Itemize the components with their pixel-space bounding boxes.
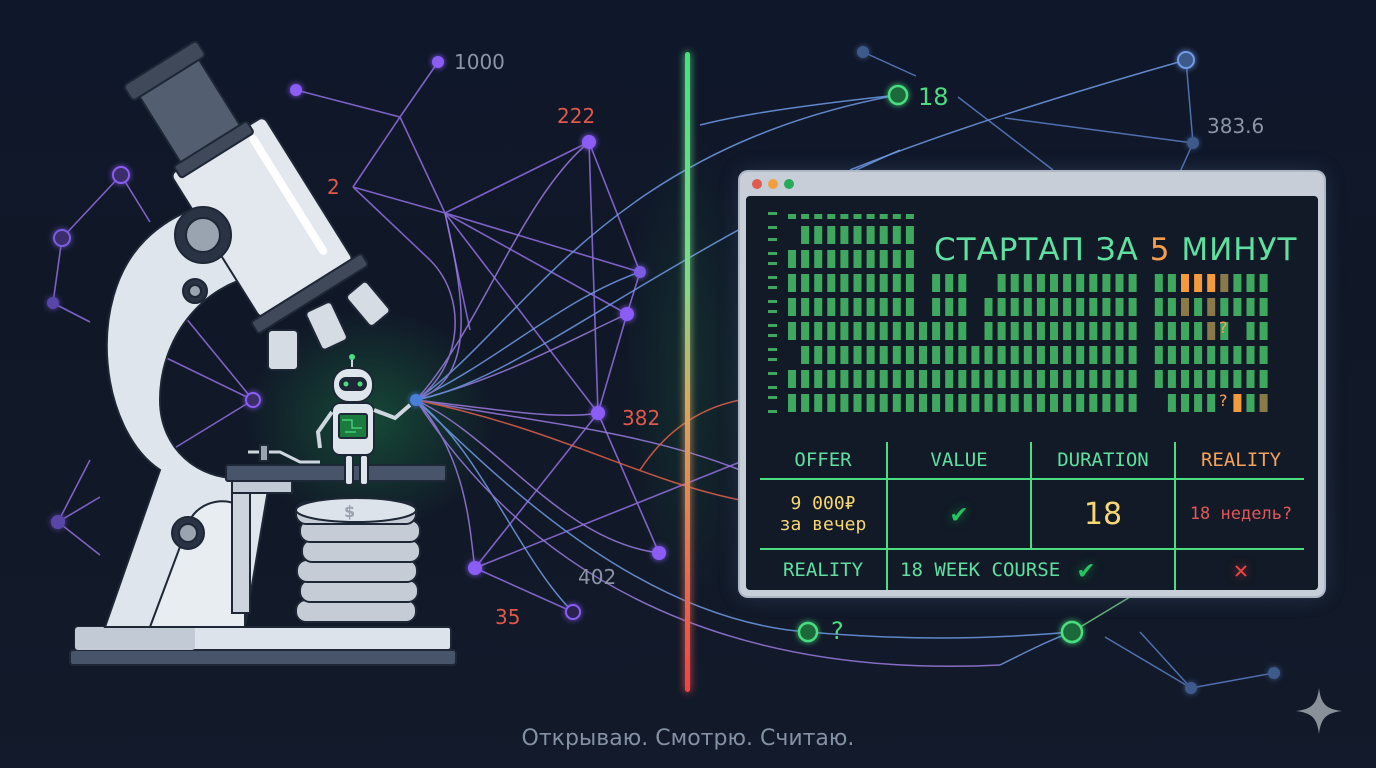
terminal-window: ? ? СТАРТАП ЗА 5 МИНУТ OFFER VALUE DURAT… — [740, 172, 1324, 596]
window-controls — [752, 179, 794, 189]
node-label-question: ? — [831, 617, 844, 645]
course-cell: 18 WEEK COURSE ✔ — [900, 555, 1094, 585]
sparkle-icon — [1296, 688, 1342, 734]
bar-question-mark: ? — [1219, 318, 1228, 337]
header-value: VALUE — [930, 449, 988, 471]
terminal-screen: ? ? СТАРТАП ЗА 5 МИНУТ OFFER VALUE DURAT… — [746, 196, 1318, 590]
node-label-18: 18 — [918, 83, 949, 111]
terminal-title: СТАРТАП ЗА 5 МИНУТ — [934, 232, 1298, 268]
header-reality: REALITY — [1200, 449, 1282, 471]
comparison-table: OFFER VALUE DURATION REALITY 9 000₽ за в… — [760, 442, 1308, 590]
reality-weeks: 18 недель? — [1189, 504, 1293, 524]
cross-icon: ✕ — [1233, 556, 1249, 584]
row-label-reality: REALITY — [782, 559, 864, 581]
svg-text:$: $ — [344, 502, 355, 521]
check-icon: ✔ — [1078, 555, 1094, 585]
node-label-382: 382 — [622, 406, 661, 430]
header-duration: DURATION — [1057, 449, 1149, 471]
bar-grid: ? ? — [768, 212, 1268, 413]
duration-value: 18 — [1083, 496, 1123, 532]
minimize-button[interactable] — [768, 179, 778, 189]
node-label-2: 2 — [327, 175, 340, 199]
offer-price-cell: 9 000₽ за вечер — [779, 493, 867, 535]
node-label-383-6: 383.6 — [1207, 114, 1265, 138]
maximize-button[interactable] — [784, 179, 794, 189]
close-button[interactable] — [752, 179, 762, 189]
caption: Открываю. Смотрю. Считаю. — [521, 726, 855, 751]
header-offer: OFFER — [794, 449, 852, 471]
node-label-222: 222 — [557, 104, 596, 128]
node-label-1000: 1000 — [454, 50, 505, 74]
check-icon: ✔ — [951, 499, 967, 529]
bar-question-mark: ? — [1219, 391, 1228, 410]
node-label-35: 35 — [495, 605, 521, 629]
node-label-402: 402 — [578, 565, 617, 589]
